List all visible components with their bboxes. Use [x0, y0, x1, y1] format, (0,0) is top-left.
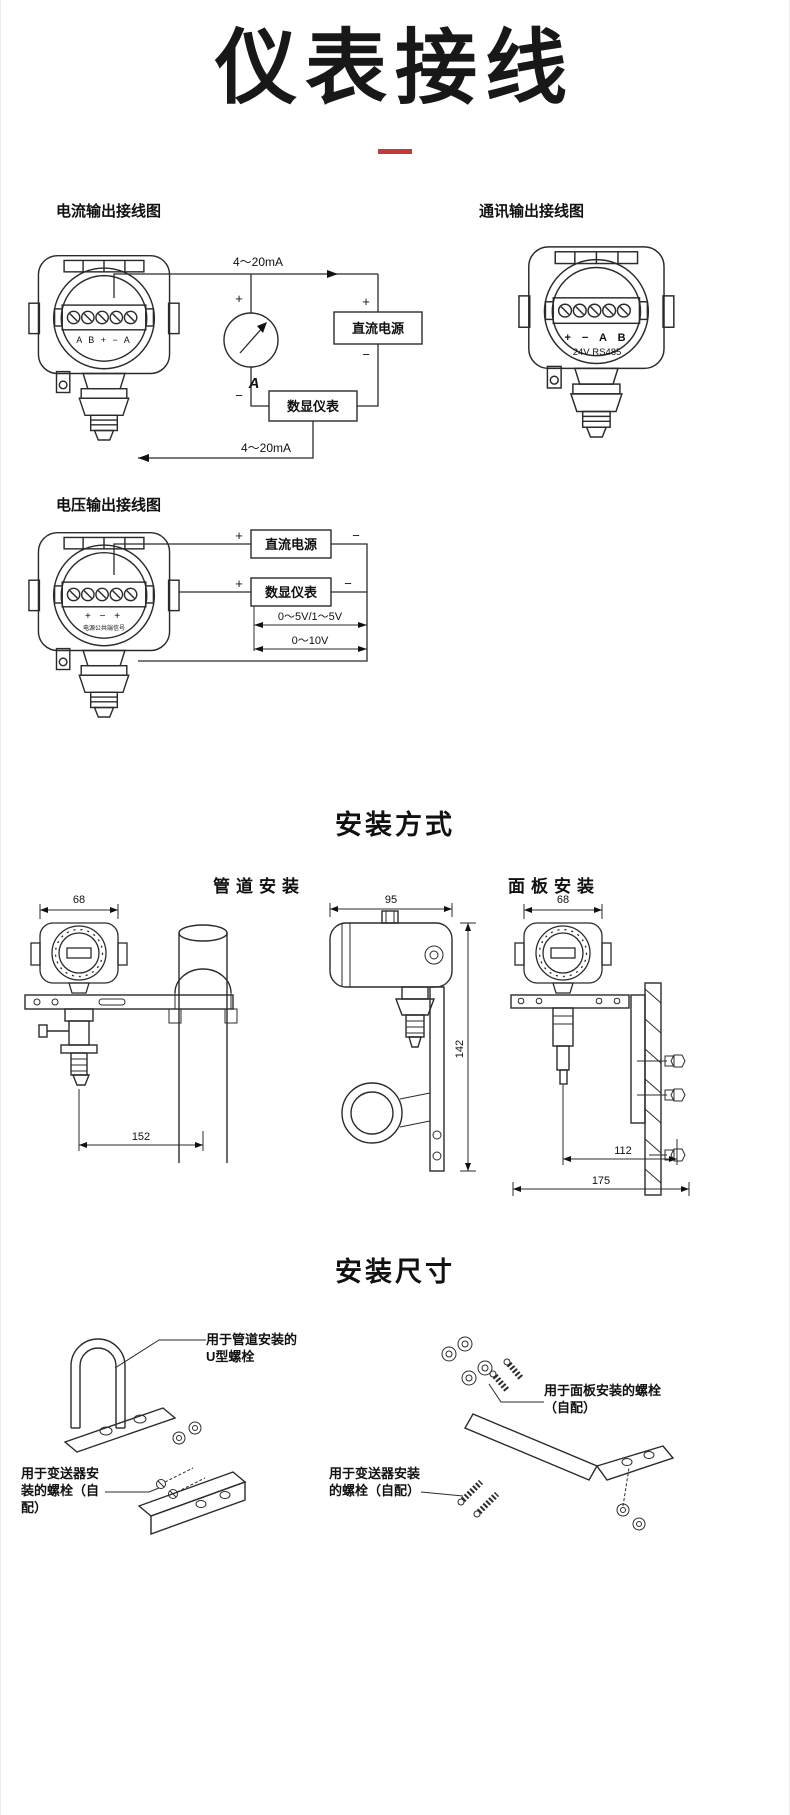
comm-terminal-row1: + − A B	[564, 332, 629, 344]
display-minus: −	[344, 576, 352, 591]
dc-plus: +	[235, 528, 243, 543]
terminal-labels: A B + − A	[76, 335, 132, 345]
loop-wires	[113, 270, 379, 462]
display-plus: +	[235, 576, 243, 591]
bracket-bar	[63, 1407, 177, 1453]
leader-panel-bolt	[488, 1383, 544, 1403]
signal-label-top: 4～20mA	[233, 255, 283, 269]
leader-bolt-left	[105, 1487, 160, 1493]
mounting-plate	[24, 994, 234, 1010]
range1-label: 0～5V/1～5V	[278, 611, 343, 623]
dim-line-142	[460, 922, 476, 1172]
dim-line-175	[512, 1182, 690, 1196]
mounting-bracket	[399, 986, 445, 1172]
valve-manifold	[38, 1008, 98, 1086]
signal-label-bottom: 4～20mA	[241, 441, 291, 455]
ammeter-plus: +	[235, 291, 243, 306]
callout-bolt-left: 用于变送器安装的螺栓（自配）	[21, 1466, 100, 1515]
dc-power-label: 直流电源	[352, 321, 404, 336]
current-wiring-label: 电流输出接线图	[56, 203, 162, 220]
pipe-mount-diagram: 68	[24, 894, 238, 1163]
display-label: 数显仪表	[287, 399, 340, 414]
comm-terminal-row2: 24V RS485	[573, 347, 622, 358]
dc-power-label: 直流电源	[265, 537, 317, 552]
transmitter-side	[329, 910, 453, 988]
install-method-heading: 安装方式	[335, 810, 455, 840]
mounting-plate	[510, 994, 630, 1009]
callout-panel-bolt: 用于面板安装的螺栓（自配）	[544, 1383, 662, 1415]
dim-112: 112	[614, 1145, 632, 1157]
stem	[552, 1007, 574, 1085]
dim-142: 142	[454, 1040, 466, 1058]
ammeter	[223, 312, 279, 368]
dc-power-box	[333, 311, 423, 345]
range-annotations	[254, 622, 367, 652]
panel-install-label: 面板安装	[508, 877, 600, 896]
dim-152: 152	[132, 1131, 150, 1143]
callout-u-bolt: 用于管道安装的U型螺栓	[206, 1332, 298, 1364]
dim-line-95	[329, 903, 453, 917]
install-dim-heading: 安装尺寸	[335, 1257, 455, 1287]
voltage-wiring-label: 电压输出接线图	[56, 497, 162, 514]
transmitter-face	[30, 922, 128, 994]
dim-68: 68	[73, 894, 85, 906]
dim-line-68	[39, 904, 119, 919]
display-box	[250, 577, 332, 607]
dim-175: 175	[592, 1175, 610, 1187]
dc-power-minus: −	[362, 347, 370, 362]
bracket-mount-diagram: 95	[329, 894, 476, 1172]
u-bolt	[70, 1338, 126, 1429]
dc-minus: −	[352, 528, 360, 543]
display-box	[268, 390, 358, 422]
panel-screws	[489, 1358, 524, 1392]
u-bolt-clamp	[168, 968, 238, 1024]
bent-bracket-left	[137, 1471, 247, 1535]
range2-label: 0～10V	[292, 635, 329, 647]
panel-mount-diagram: 68	[510, 894, 690, 1196]
voltage-terminal-note: 电源公共端信号	[83, 624, 125, 632]
arrowhead-left	[138, 454, 149, 462]
transmitter-front	[28, 254, 180, 441]
display-label: 数显仪表	[265, 585, 318, 600]
dc-power-plus: +	[362, 294, 370, 309]
washers-left	[172, 1421, 202, 1445]
dim-68-panel: 68	[557, 894, 569, 906]
arrowhead-right	[327, 270, 338, 278]
ammeter-label: A	[248, 375, 260, 392]
title-divider	[378, 149, 412, 154]
l-bracket-arm	[630, 994, 646, 1124]
transmitter-front	[28, 531, 180, 718]
ammeter-minus: −	[235, 388, 243, 403]
bracket-right	[463, 1413, 675, 1481]
comm-wiring-label: 通讯输出接线图	[479, 203, 585, 220]
voltage-wires	[113, 543, 368, 662]
leader-bolt-right	[420, 1491, 464, 1497]
transmitter-screws-left	[156, 1467, 206, 1499]
comm-output-diagram: + − A B 24V RS485	[518, 246, 675, 438]
dim-line-68	[523, 904, 603, 919]
dim-line-152	[78, 1089, 204, 1151]
leader-u-bolt	[114, 1339, 206, 1369]
u-bolt-ring	[341, 1082, 403, 1144]
process-connection	[394, 986, 436, 1048]
voltage-output-diagram: + − + 电源公共端信号 + − 直流电源 + − 数显仪表 0～5V/1～5…	[28, 528, 368, 718]
callout-bolt-right: 用于变送器安装的螺栓（自配）	[329, 1466, 421, 1498]
page-title: 仪表接线	[214, 23, 575, 114]
voltage-terminal-signs: + − +	[85, 611, 123, 622]
washers-right	[441, 1336, 493, 1386]
washers-bottom-right	[616, 1467, 646, 1531]
dim-line-112	[562, 1085, 678, 1165]
dc-power-box	[250, 529, 332, 559]
pipe	[178, 924, 228, 1163]
pipe-install-label: 管道安装	[213, 877, 305, 896]
dim-95: 95	[385, 894, 397, 906]
current-output-diagram: A B + − A 4～20mA 4～20mA + A − 直流电源 + − 数…	[28, 254, 423, 462]
panel-wall	[644, 982, 662, 1196]
transmitter-screws-right	[457, 1479, 500, 1518]
panel-bolts	[637, 1054, 686, 1162]
mounting-hardware-diagram	[63, 1336, 675, 1535]
transmitter-face	[514, 922, 612, 994]
